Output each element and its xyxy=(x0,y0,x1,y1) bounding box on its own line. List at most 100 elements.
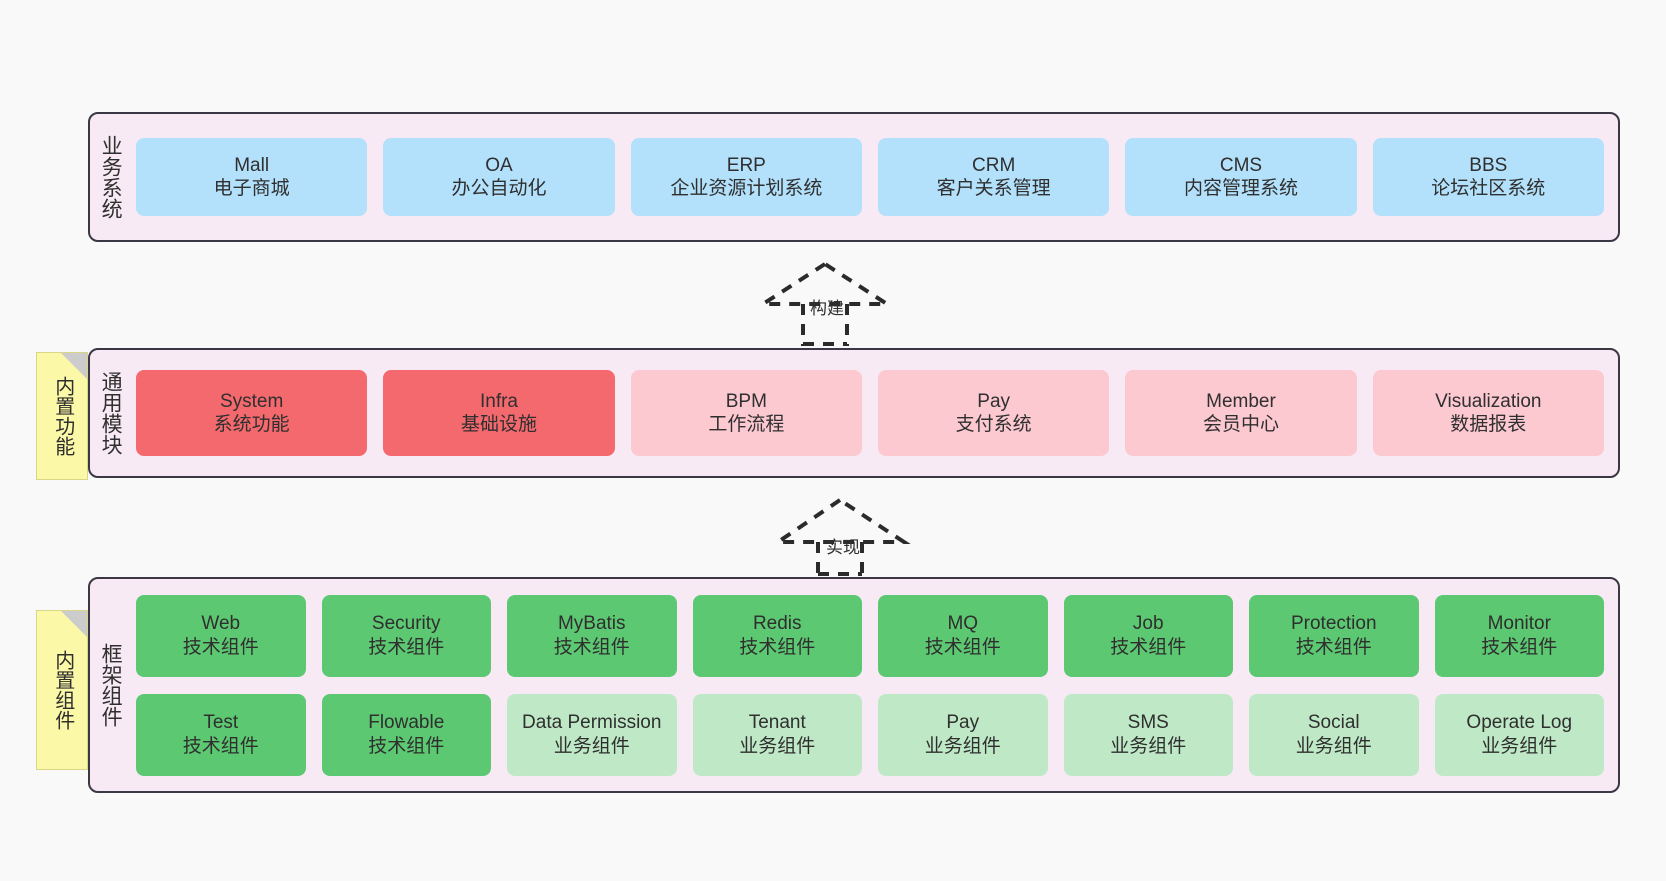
layer-business-system: 业务系统 Mall 电子商城 OA 办公自动化 ERP 企业资源计划系统 CRM… xyxy=(88,112,1620,242)
note-fold-corner-icon xyxy=(61,611,87,637)
card-pay-component[interactable]: Pay 业务组件 xyxy=(878,693,1048,776)
card-title: Pay xyxy=(977,390,1011,412)
card-title: Pay xyxy=(946,712,980,734)
connector-build-label: 构建 xyxy=(810,299,844,318)
card-tenant[interactable]: Tenant 业务组件 xyxy=(692,693,862,776)
card-security[interactable]: Security 技术组件 xyxy=(321,594,491,677)
card-data-permission[interactable]: Data Permission 业务组件 xyxy=(507,693,677,776)
card-subtitle: 业务组件 xyxy=(1295,735,1372,757)
card-subtitle: 业务组件 xyxy=(553,735,630,757)
card-subtitle: 业务组件 xyxy=(739,735,816,757)
card-bpm[interactable]: BPM 工作流程 xyxy=(630,370,862,456)
card-visualization[interactable]: Visualization 数据报表 xyxy=(1372,370,1604,456)
card-erp[interactable]: ERP 企业资源计划系统 xyxy=(630,138,862,216)
card-title: SMS xyxy=(1127,712,1169,734)
card-monitor[interactable]: Monitor 技术组件 xyxy=(1434,594,1604,677)
card-subtitle: 办公自动化 xyxy=(451,178,547,199)
card-title: Monitor xyxy=(1487,613,1551,635)
note-builtin-feature-label: 内置功能 xyxy=(51,376,74,456)
card-flowable[interactable]: Flowable 技术组件 xyxy=(321,693,491,776)
card-subtitle: 技术组件 xyxy=(368,735,445,757)
card-title: Flowable xyxy=(368,712,445,734)
card-title: BBS xyxy=(1469,154,1508,176)
card-cms[interactable]: CMS 内容管理系统 xyxy=(1125,138,1357,216)
card-mq[interactable]: MQ 技术组件 xyxy=(878,594,1048,677)
card-social[interactable]: Social 业务组件 xyxy=(1249,693,1419,776)
note-builtin-component: 内置组件 xyxy=(36,610,88,770)
card-row: Mall 电子商城 OA 办公自动化 ERP 企业资源计划系统 CRM 客户关系… xyxy=(136,138,1604,216)
card-subtitle: 客户关系管理 xyxy=(936,178,1051,199)
card-title: Infra xyxy=(479,390,518,412)
note-fold-corner-icon xyxy=(61,353,87,379)
card-subtitle: 电子商城 xyxy=(213,178,290,199)
card-title: Redis xyxy=(752,613,802,635)
card-subtitle: 数据报表 xyxy=(1450,414,1527,435)
card-test[interactable]: Test 技术组件 xyxy=(136,693,306,776)
card-title: System xyxy=(219,390,284,412)
card-subtitle: 企业资源计划系统 xyxy=(670,178,823,199)
card-subtitle: 业务组件 xyxy=(1110,735,1187,757)
card-subtitle: 技术组件 xyxy=(1295,636,1372,658)
card-web[interactable]: Web 技术组件 xyxy=(136,594,306,677)
card-row: Web 技术组件 Security 技术组件 MyBatis 技术组件 Redi… xyxy=(136,594,1604,677)
card-protection[interactable]: Protection 技术组件 xyxy=(1249,594,1419,677)
card-subtitle: 内容管理系统 xyxy=(1183,178,1298,199)
card-title: OA xyxy=(485,154,513,176)
card-subtitle: 技术组件 xyxy=(368,636,445,658)
card-member[interactable]: Member 会员中心 xyxy=(1125,370,1357,456)
layer-framework-component: 框架组件 Web 技术组件 Security 技术组件 MyBatis 技术组件… xyxy=(88,577,1620,793)
layer-common-module-label: 通用模块 xyxy=(99,371,123,455)
card-mybatis[interactable]: MyBatis 技术组件 xyxy=(507,594,677,677)
card-subtitle: 业务组件 xyxy=(1481,735,1558,757)
note-builtin-component-label: 内置组件 xyxy=(51,650,74,730)
connector-build-arrow xyxy=(756,261,894,346)
card-row: System 系统功能 Infra 基础设施 BPM 工作流程 Pay 支付系统… xyxy=(136,370,1604,456)
card-infra[interactable]: Infra 基础设施 xyxy=(383,370,615,456)
card-title: CRM xyxy=(972,154,1016,176)
card-crm[interactable]: CRM 客户关系管理 xyxy=(877,138,1110,216)
card-subtitle: 论坛社区系统 xyxy=(1431,178,1546,199)
layer-common-module: 通用模块 System 系统功能 Infra 基础设施 BPM 工作流程 Pay… xyxy=(88,348,1620,478)
card-title: Job xyxy=(1132,613,1164,635)
card-operate-log[interactable]: Operate Log 业务组件 xyxy=(1434,693,1604,776)
card-title: Visualization xyxy=(1435,390,1542,412)
card-sms[interactable]: SMS 业务组件 xyxy=(1063,693,1233,776)
card-title: Web xyxy=(201,613,241,635)
card-job[interactable]: Job 技术组件 xyxy=(1063,594,1233,677)
layer-common-module-body: System 系统功能 Infra 基础设施 BPM 工作流程 Pay 支付系统… xyxy=(130,350,1618,476)
card-subtitle: 技术组件 xyxy=(1110,636,1187,658)
card-subtitle: 支付系统 xyxy=(955,414,1032,435)
card-title: ERP xyxy=(726,154,766,176)
card-subtitle: 工作流程 xyxy=(708,414,785,435)
card-subtitle: 技术组件 xyxy=(182,636,259,658)
card-title: Protection xyxy=(1290,613,1377,635)
card-title: Tenant xyxy=(748,712,806,734)
card-title: Security xyxy=(371,613,441,635)
card-row: Test 技术组件 Flowable 技术组件 Data Permission … xyxy=(136,693,1604,776)
card-subtitle: 业务组件 xyxy=(924,735,1001,757)
card-title: MyBatis xyxy=(557,613,626,635)
card-mall[interactable]: Mall 电子商城 xyxy=(136,138,368,216)
layer-business-system-label: 业务系统 xyxy=(99,135,123,219)
card-oa[interactable]: OA 办公自动化 xyxy=(383,138,615,216)
card-subtitle: 系统功能 xyxy=(213,414,290,435)
card-pay-module[interactable]: Pay 支付系统 xyxy=(877,370,1110,456)
connector-implement-label: 实现 xyxy=(826,538,860,557)
card-subtitle: 技术组件 xyxy=(182,735,259,757)
card-subtitle: 技术组件 xyxy=(1481,636,1558,658)
card-title: MQ xyxy=(947,613,979,635)
card-subtitle: 会员中心 xyxy=(1202,414,1279,435)
card-title: Social xyxy=(1307,712,1360,734)
card-redis[interactable]: Redis 技术组件 xyxy=(692,594,862,677)
card-title: Mall xyxy=(234,154,270,176)
card-title: Test xyxy=(203,712,239,734)
card-title: Operate Log xyxy=(1466,712,1573,734)
layer-business-system-body: Mall 电子商城 OA 办公自动化 ERP 企业资源计划系统 CRM 客户关系… xyxy=(130,114,1618,240)
card-system[interactable]: System 系统功能 xyxy=(136,370,368,456)
connector-implement: 实现 xyxy=(768,492,918,578)
layer-framework-component-body: Web 技术组件 Security 技术组件 MyBatis 技术组件 Redi… xyxy=(130,579,1618,791)
card-title: CMS xyxy=(1219,154,1263,176)
card-title: BPM xyxy=(725,390,767,412)
card-bbs[interactable]: BBS 论坛社区系统 xyxy=(1372,138,1604,216)
